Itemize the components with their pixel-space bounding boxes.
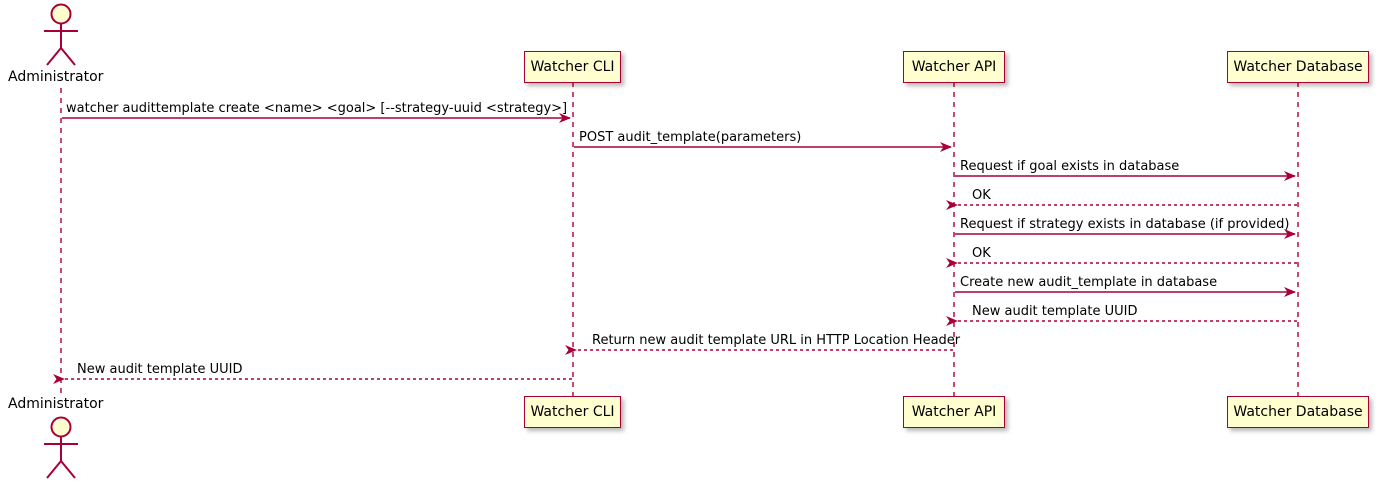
participant-label-watcher-cli-bottom: Watcher CLI	[530, 404, 615, 420]
participant-label-watcher-api-top: Watcher API	[911, 59, 997, 75]
actor-label-administrator-top: Administrator	[8, 69, 104, 85]
message-arrows	[53, 113, 1297, 384]
lifelines	[60, 82, 1299, 396]
participant-box-watcher-database-bottom[interactable]: Watcher Database	[1227, 396, 1369, 428]
participant-box-watcher-cli-top[interactable]: Watcher CLI	[524, 51, 621, 83]
message-label-6: OK	[972, 246, 991, 261]
message-label-3: Request if goal exists in database	[960, 159, 1180, 174]
message-label-8: New audit template UUID	[972, 304, 1138, 319]
participant-label-watcher-database-bottom: Watcher Database	[1233, 404, 1363, 420]
message-label-10: New audit template UUID	[77, 362, 243, 377]
participant-label-watcher-api-bottom: Watcher API	[911, 404, 997, 420]
participant-box-watcher-cli-bottom[interactable]: Watcher CLI	[524, 396, 621, 428]
participant-box-watcher-api-bottom[interactable]: Watcher API	[903, 396, 1005, 428]
message-label-9: Return new audit template URL in HTTP Lo…	[592, 333, 961, 348]
participant-label-watcher-database-top: Watcher Database	[1233, 59, 1363, 75]
message-label-5: Request if strategy exists in database (…	[960, 217, 1290, 232]
message-label-1: watcher audittemplate create <name> <goa…	[66, 101, 568, 116]
actor-label-administrator-bottom: Administrator	[8, 396, 104, 412]
actor-administrator-bottom-icon	[44, 416, 78, 479]
participant-label-watcher-cli-top: Watcher CLI	[530, 59, 615, 75]
message-label-4: OK	[972, 188, 991, 203]
participant-box-watcher-api-top[interactable]: Watcher API	[903, 51, 1005, 83]
message-label-7: Create new audit_template in database	[960, 275, 1218, 290]
message-label-2: POST audit_template(parameters)	[579, 130, 802, 145]
participant-box-watcher-database-top[interactable]: Watcher Database	[1227, 51, 1369, 83]
actor-administrator-top-icon	[44, 3, 78, 66]
